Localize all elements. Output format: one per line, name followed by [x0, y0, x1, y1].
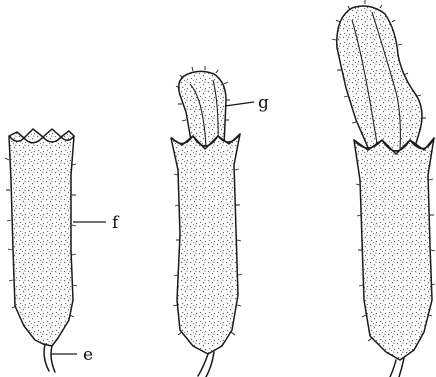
calyx-tube-3 [354, 138, 434, 360]
label-e: e [83, 345, 93, 365]
specimen-emerged-corolla [332, 0, 435, 377]
calyx-tube-2 [171, 134, 240, 354]
corolla-2 [179, 71, 226, 146]
corolla-3 [337, 6, 422, 152]
specimen-emerging-corolla [171, 66, 242, 377]
label-f: f [112, 213, 120, 233]
calyx-tube-1 [9, 129, 74, 346]
specimen-closed-calyx [5, 129, 77, 372]
label-g: g [258, 93, 269, 113]
pedicel-2 [198, 352, 214, 377]
pedicel-3 [390, 358, 404, 377]
leader-g [225, 102, 254, 106]
pedicel-1 [44, 344, 55, 372]
